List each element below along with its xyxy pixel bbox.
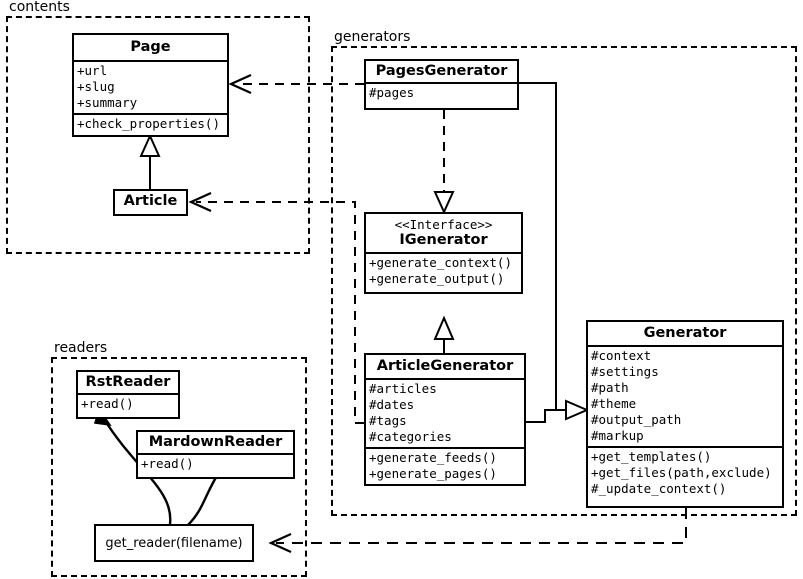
attribute-row: +url bbox=[77, 63, 108, 78]
attribute-row: #dates bbox=[369, 397, 415, 412]
method-row: +generate_feeds() bbox=[369, 450, 497, 465]
class-pages-generator-attributes: #pages bbox=[366, 82, 517, 103]
class-igenerator[interactable]: <<Interface>> IGenerator +generate_conte… bbox=[364, 212, 523, 294]
relation-pagesgenerator-page bbox=[228, 73, 364, 95]
package-readers-label: readers bbox=[51, 341, 111, 356]
package-readers bbox=[51, 357, 307, 577]
attribute-row: #path bbox=[591, 380, 629, 395]
method-row: #_update_context() bbox=[591, 481, 727, 496]
attribute-row: #tags bbox=[369, 413, 407, 428]
relation-articlegenerator-generator bbox=[526, 399, 590, 423]
method-row: +get_templates() bbox=[591, 449, 712, 464]
method-row: +read() bbox=[141, 456, 194, 471]
class-pages-generator-name: PagesGenerator bbox=[375, 63, 508, 79]
method-row: +generate_context() bbox=[369, 255, 512, 270]
relation-articlegenerator-article bbox=[188, 191, 364, 424]
relation-article-page bbox=[139, 133, 161, 189]
relation-generator-getreader bbox=[268, 508, 687, 554]
attribute-row: #settings bbox=[591, 364, 659, 379]
attribute-row: #markup bbox=[591, 428, 644, 443]
class-igenerator-stereotype: <<Interface>> bbox=[394, 217, 493, 232]
class-page-name: Page bbox=[130, 39, 171, 55]
attribute-row: #output_path bbox=[591, 412, 682, 427]
method-row: +check_properties() bbox=[77, 116, 220, 131]
class-igenerator-methods: +generate_context() +generate_output() bbox=[366, 252, 521, 289]
class-rst-reader[interactable]: RstReader +read() bbox=[76, 370, 180, 419]
attribute-row: +slug bbox=[77, 79, 115, 94]
class-article-generator-attributes: #articles #dates #tags #categories bbox=[366, 378, 524, 447]
class-article[interactable]: Article bbox=[113, 189, 188, 216]
class-page-attributes: +url +slug +summary bbox=[74, 60, 227, 113]
relation-pagesgenerator-igenerator bbox=[433, 110, 455, 215]
attribute-row: #articles bbox=[369, 381, 437, 396]
class-generator-name: Generator bbox=[643, 325, 727, 341]
class-generator[interactable]: Generator #context #settings #path #them… bbox=[586, 320, 784, 508]
attribute-row: #theme bbox=[591, 396, 637, 411]
method-row: +read() bbox=[81, 396, 134, 411]
package-generators-label: generators bbox=[331, 30, 414, 45]
class-mardown-reader-methods: +read() bbox=[138, 453, 293, 474]
class-article-generator-methods: +generate_feeds() +generate_pages() bbox=[366, 447, 524, 484]
method-row: +generate_output() bbox=[369, 271, 505, 286]
class-rst-reader-name: RstReader bbox=[85, 374, 171, 390]
class-article-name: Article bbox=[123, 193, 178, 209]
class-page-methods: +check_properties() bbox=[74, 113, 227, 134]
relation-articlegenerator-igenerator bbox=[433, 315, 455, 353]
function-get-reader[interactable]: get_reader(filename) bbox=[94, 524, 254, 562]
class-igenerator-title: IGenerator bbox=[399, 232, 488, 248]
class-rst-reader-methods: +read() bbox=[78, 393, 178, 414]
attribute-row: #pages bbox=[369, 85, 415, 100]
class-generator-attributes: #context #settings #path #theme #output_… bbox=[588, 345, 782, 446]
package-generators bbox=[331, 46, 797, 516]
method-row: +generate_pages() bbox=[369, 466, 497, 481]
class-mardown-reader-name: MardownReader bbox=[148, 434, 283, 450]
class-article-generator[interactable]: ArticleGenerator #articles #dates #tags … bbox=[364, 353, 526, 486]
class-article-generator-name: ArticleGenerator bbox=[376, 358, 514, 374]
method-row: +get_files(path,exclude) bbox=[591, 465, 772, 480]
class-page[interactable]: Page +url +slug +summary +check_properti… bbox=[72, 33, 229, 137]
attribute-row: #categories bbox=[369, 429, 452, 444]
function-get-reader-label: get_reader(filename) bbox=[105, 535, 243, 551]
class-generator-methods: +get_templates() +get_files(path,exclude… bbox=[588, 446, 782, 499]
class-mardown-reader[interactable]: MardownReader +read() bbox=[136, 430, 295, 479]
package-contents bbox=[6, 16, 310, 254]
package-contents-label: contents bbox=[6, 0, 73, 15]
relation-pagesgenerator-generator bbox=[519, 82, 567, 411]
attribute-row: +summary bbox=[77, 95, 138, 110]
attribute-row: #context bbox=[591, 348, 652, 363]
class-igenerator-name: <<Interface>> IGenerator bbox=[366, 214, 521, 252]
class-pages-generator[interactable]: PagesGenerator #pages bbox=[364, 59, 519, 110]
